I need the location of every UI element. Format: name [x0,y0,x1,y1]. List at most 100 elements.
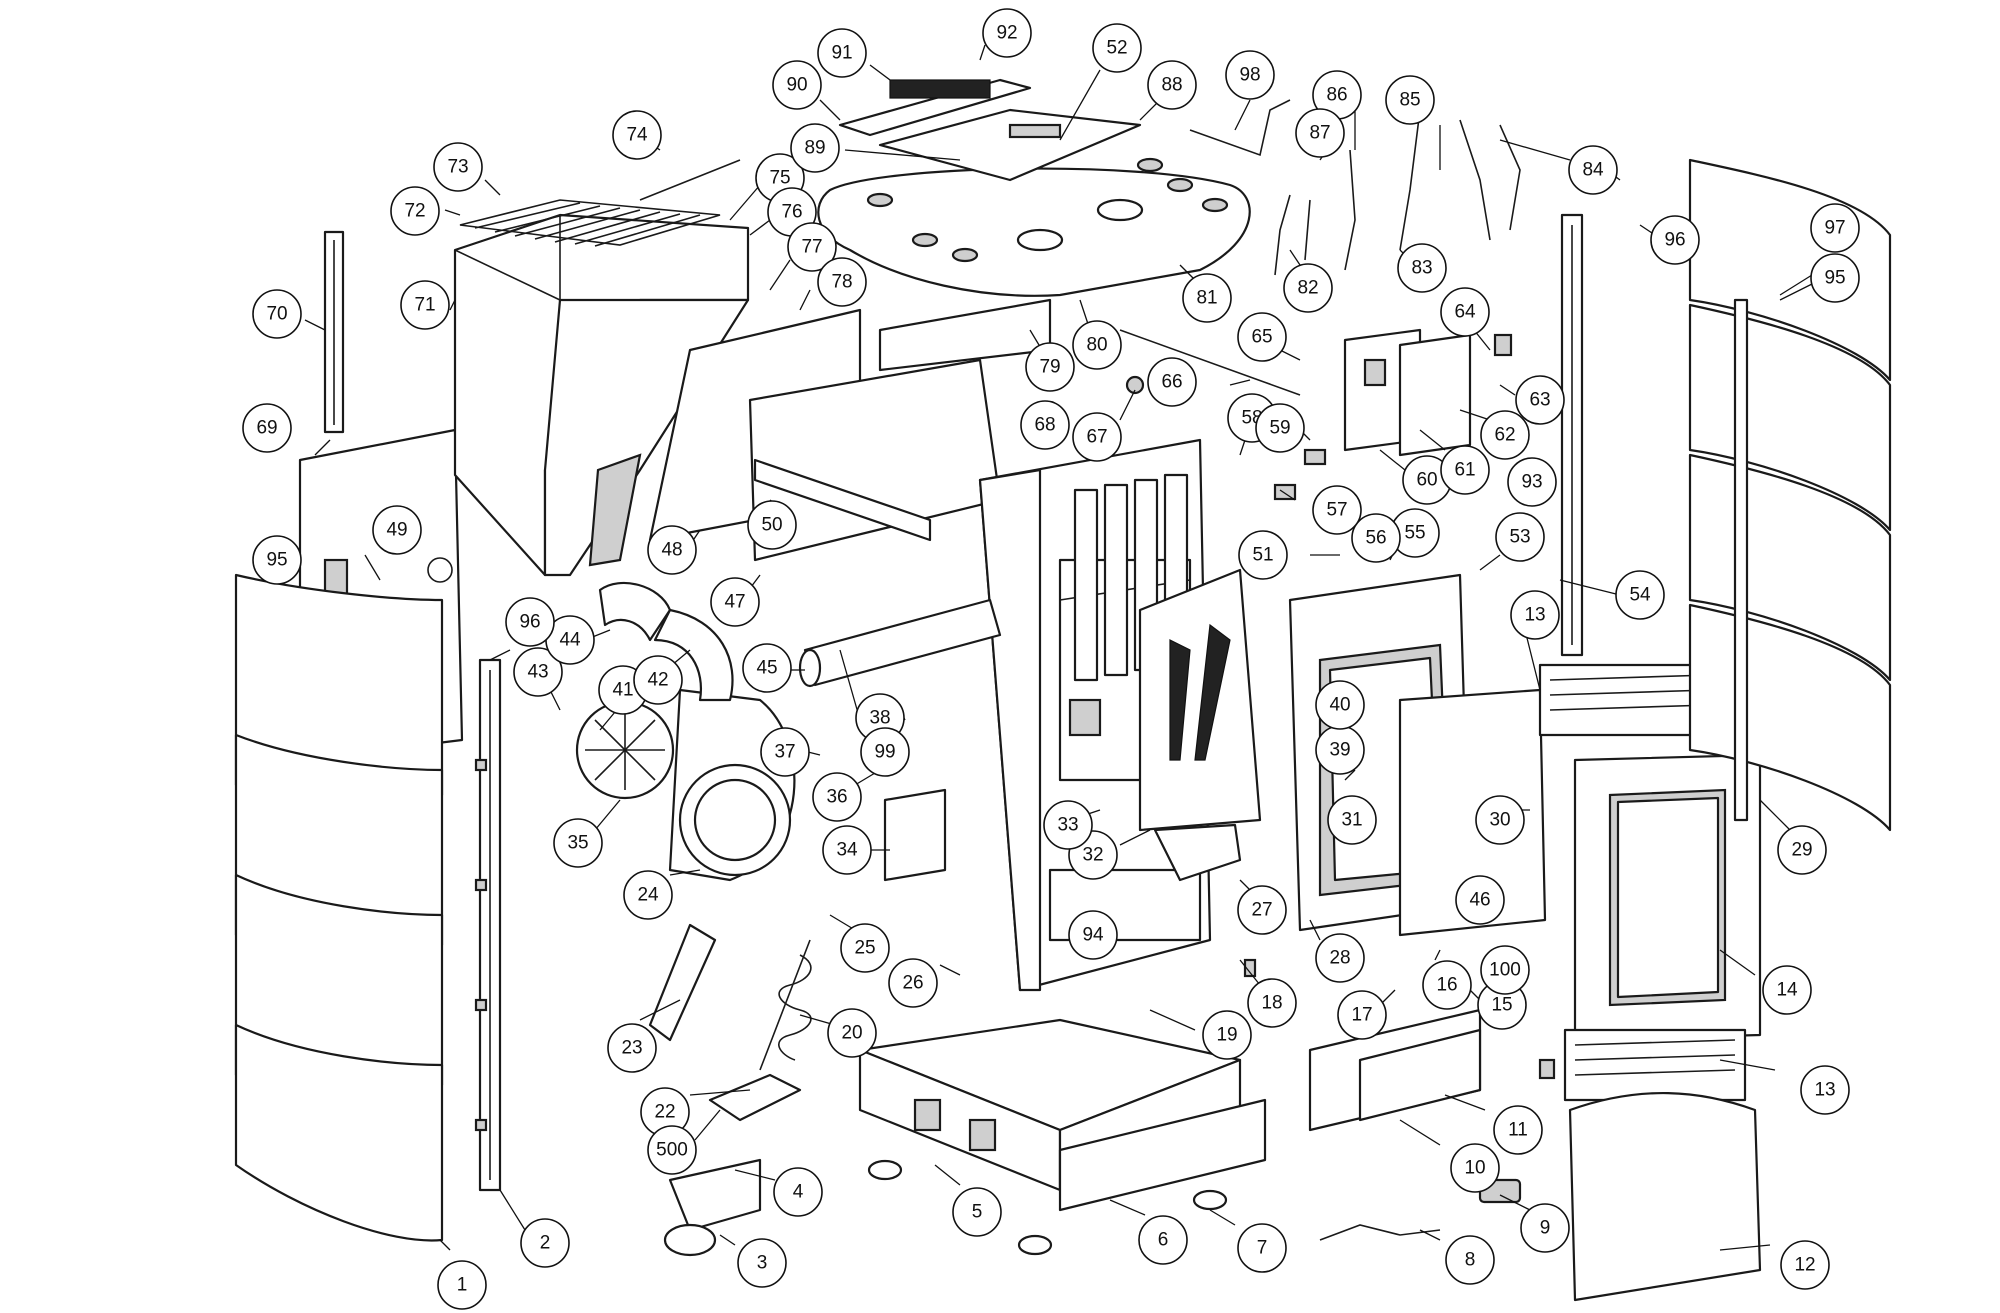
callout[interactable]: 10 [1450,1143,1500,1193]
callout[interactable]: 96 [505,597,555,647]
callout[interactable]: 95 [1810,253,1860,303]
callout[interactable]: 91 [817,28,867,78]
callout[interactable]: 64 [1440,287,1490,337]
callout[interactable]: 46 [1455,875,1505,925]
callout[interactable]: 50 [747,500,797,550]
callout[interactable]: 43 [513,647,563,697]
callout[interactable]: 47 [710,577,760,627]
callout[interactable]: 6 [1138,1215,1188,1265]
callout[interactable]: 80 [1072,320,1122,370]
callout[interactable]: 84 [1568,145,1618,195]
callout[interactable]: 85 [1385,75,1435,125]
svg-text:16: 16 [1436,975,1457,996]
callout[interactable]: 89 [790,123,840,173]
callout[interactable]: 78 [817,257,867,307]
callout[interactable]: 26 [888,958,938,1008]
callout[interactable]: 33 [1043,800,1093,850]
callout[interactable]: 56 [1351,513,1401,563]
callout[interactable]: 11 [1493,1105,1543,1155]
hopper-grate-icon [459,199,721,247]
callout[interactable]: 62 [1480,410,1530,460]
callout[interactable]: 13 [1510,590,1560,640]
callout[interactable]: 24 [623,870,673,920]
callout[interactable]: 72 [390,186,440,236]
callout[interactable]: 52 [1092,23,1142,73]
callout[interactable]: 34 [822,825,872,875]
callout[interactable]: 54 [1615,570,1665,620]
callout[interactable]: 39 [1315,725,1365,775]
callout[interactable]: 48 [647,525,697,575]
callout[interactable]: 79 [1025,342,1075,392]
callout[interactable]: 94 [1068,910,1118,960]
callout[interactable]: 500 [647,1125,697,1175]
callout[interactable]: 77 [787,222,837,272]
callout[interactable]: 63 [1515,375,1565,425]
callout[interactable]: 49 [372,505,422,555]
callout[interactable]: 16 [1422,960,1472,1010]
callout[interactable]: 45 [742,643,792,693]
callout[interactable]: 4 [773,1167,823,1217]
callout[interactable]: 7 [1237,1223,1287,1273]
callout[interactable]: 30 [1475,795,1525,845]
callout[interactable]: 23 [607,1023,657,1073]
ash-drawer-icon [1308,1008,1482,1132]
callout[interactable]: 13 [1800,1065,1850,1115]
callout[interactable]: 93 [1507,457,1557,507]
callout[interactable]: 3 [737,1238,787,1288]
callout[interactable]: 67 [1072,412,1122,462]
callout[interactable]: 40 [1315,680,1365,730]
callout[interactable]: 65 [1237,312,1287,362]
callout[interactable]: 100 [1480,945,1530,995]
callout[interactable]: 98 [1225,50,1275,100]
callout[interactable]: 29 [1777,825,1827,875]
callout[interactable]: 36 [812,772,862,822]
callout[interactable]: 68 [1020,400,1070,450]
callout[interactable]: 25 [840,923,890,973]
callout[interactable]: 82 [1283,263,1333,313]
callout[interactable]: 69 [242,403,292,453]
callout[interactable]: 2 [520,1218,570,1268]
callout[interactable]: 42 [633,655,683,705]
callout[interactable]: 8 [1445,1235,1495,1285]
callout[interactable]: 9 [1520,1203,1570,1253]
callout[interactable]: 99 [860,727,910,777]
callout[interactable]: 92 [982,8,1032,58]
rear-plate-icon [883,788,947,882]
callout[interactable]: 44 [545,615,595,665]
callout[interactable]: 37 [760,727,810,777]
callout[interactable]: 88 [1147,60,1197,110]
callout[interactable]: 97 [1810,203,1860,253]
callout[interactable]: 61 [1440,445,1490,495]
callout[interactable]: 5 [952,1187,1002,1237]
callout[interactable]: 14 [1762,965,1812,1015]
callout[interactable]: 73 [433,142,483,192]
callout[interactable]: 74 [612,110,662,160]
callout[interactable]: 1 [437,1260,487,1310]
callout[interactable]: 71 [400,280,450,330]
callout[interactable]: 27 [1237,885,1287,935]
callout[interactable]: 95 [252,535,302,585]
auger-motor-icon [663,1158,762,1257]
callout[interactable]: 96 [1650,215,1700,265]
callout[interactable]: 53 [1495,512,1545,562]
top-rail-icon [1119,329,1301,396]
callout[interactable]: 57 [1312,485,1362,535]
callout[interactable]: 81 [1182,273,1232,323]
callout[interactable]: 59 [1255,403,1305,453]
callout[interactable]: 70 [252,289,302,339]
callout[interactable]: 31 [1327,795,1377,845]
callout[interactable]: 55 [1390,508,1440,558]
callout[interactable]: 18 [1247,978,1297,1028]
callout[interactable]: 19 [1202,1010,1252,1060]
callout[interactable]: 66 [1147,357,1197,407]
callout[interactable]: 28 [1315,933,1365,983]
callout[interactable]: 83 [1397,243,1447,293]
callout[interactable]: 87 [1295,108,1345,158]
callout[interactable]: 90 [772,60,822,110]
callout[interactable]: 51 [1238,530,1288,580]
callout[interactable]: 20 [827,1008,877,1058]
callout[interactable]: 86 [1312,70,1362,120]
callout[interactable]: 35 [553,818,603,868]
callout[interactable]: 17 [1337,990,1387,1040]
callout[interactable]: 12 [1780,1240,1830,1290]
